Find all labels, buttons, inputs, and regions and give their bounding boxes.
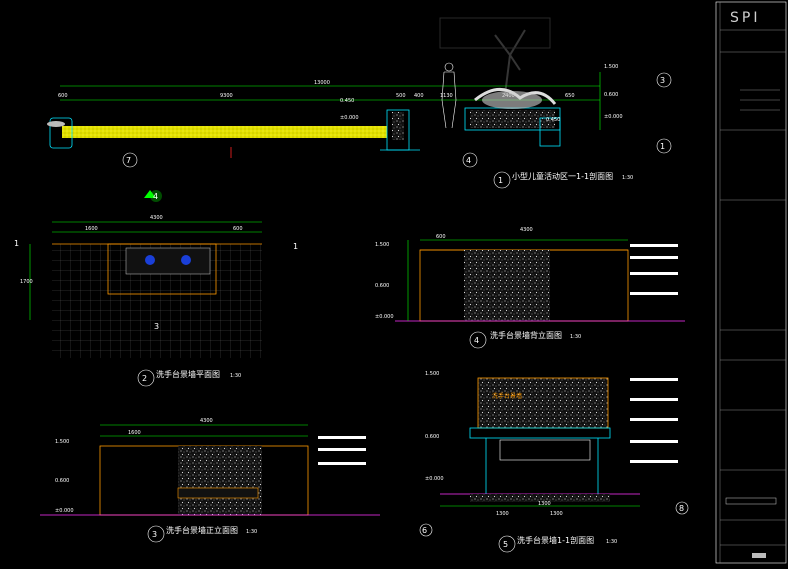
- plan-dim-b: 600: [233, 226, 243, 232]
- section-dim-b: 1300: [550, 511, 563, 517]
- section-elev-1500: 1.500: [425, 371, 439, 377]
- dim-c: 500: [396, 93, 406, 99]
- view-5-scale: 1:30: [606, 539, 617, 545]
- plan-cut-1-right: 1: [293, 242, 298, 251]
- front-dim-a: 1600: [128, 430, 141, 436]
- view-3-front-elevation: 4300 1600 1.500 0.600 ±0.000 3 洗手台景墙正立面图…: [40, 418, 380, 543]
- view-4-back-elevation: 4300 600 1.500 0.600 ±0.000 4 洗手台景墙背立面图 …: [375, 227, 685, 349]
- back-dim-total: 4300: [520, 227, 533, 233]
- plan-cut-1-left: 1: [14, 239, 19, 248]
- elev-0450-right: 0.450: [546, 117, 560, 123]
- human-scale-figure: [441, 62, 457, 129]
- section-label-text: 洗手台景墙: [492, 392, 522, 400]
- back-dim-a: 600: [436, 234, 446, 240]
- elev-0000: ±0.000: [340, 115, 359, 121]
- view-1-number: 1: [498, 176, 503, 185]
- back-elev-1500: 1.500: [375, 242, 389, 248]
- view-2-plan: 4300 1600 600 1700 4 3 1 1 2 洗手台景墙平面图 1:…: [14, 190, 298, 387]
- view-2-scale: 1:30: [230, 373, 241, 379]
- view-1-title: 小型儿童活动区一1-1剖面图: [512, 171, 613, 181]
- view-3-title: 洗手台景墙正立面图: [166, 525, 238, 535]
- company-logo: SPI: [730, 10, 760, 26]
- view-5-title: 洗手台景墙1-1剖面图: [517, 535, 594, 545]
- view-4-title: 洗手台景墙背立面图: [490, 330, 562, 340]
- callout-3-top: 3: [660, 76, 665, 85]
- plan-dim-total: 4300: [150, 215, 163, 221]
- view-2-number: 2: [142, 374, 147, 383]
- back-elev-0000: ±0.000: [375, 314, 394, 320]
- section-callout-6: 6: [422, 526, 427, 535]
- section-elev-0000: ±0.000: [425, 476, 444, 482]
- back-elev-0600: 0.600: [375, 283, 389, 289]
- sand-pit: [62, 126, 387, 138]
- dim-b: 9300: [220, 93, 233, 99]
- plan-dim-a: 1600: [85, 226, 98, 232]
- callout-7: 7: [126, 156, 131, 165]
- elev-0000-right: ±0.000: [604, 114, 623, 120]
- view-3-number: 3: [152, 530, 157, 539]
- dim-a: 600: [58, 93, 68, 99]
- view-2-title: 洗手台景墙平面图: [156, 369, 220, 379]
- callout-4-left: 4: [466, 156, 471, 165]
- basin-icon-right: [181, 255, 191, 265]
- dim-overall: 13000: [314, 80, 330, 86]
- view-4-number: 4: [474, 336, 479, 345]
- dim-d: 400: [414, 93, 424, 99]
- section-callout-8: 8: [679, 504, 684, 513]
- basin-icon-left: [145, 255, 155, 265]
- dim-g: 650: [565, 93, 575, 99]
- dim-e: 1130: [440, 93, 453, 99]
- section-dim-total: 1300: [538, 501, 551, 507]
- front-dim-total: 4300: [200, 418, 213, 424]
- plan-callout-4: 4: [153, 192, 158, 201]
- view-5-section: 洗手台景墙 1300 1300 1300 1.500 0.600 ±0.000 …: [419, 371, 689, 553]
- view-3-scale: 1:30: [246, 529, 257, 535]
- title-block: SPI: [715, 1, 787, 564]
- front-elev-0600: 0.600: [55, 478, 69, 484]
- tree-watermark: [439, 17, 551, 96]
- plan-callout-3: 3: [154, 322, 159, 331]
- front-elev-0000: ±0.000: [55, 508, 74, 514]
- view-5-number: 5: [503, 540, 508, 549]
- callout-1-right: 1: [660, 142, 665, 151]
- plan-dim-vert: 1700: [20, 279, 33, 285]
- section-elev-0600: 0.600: [425, 434, 439, 440]
- elev-0600: 0.600: [604, 92, 618, 98]
- view-1-section: 13000 600 9300 500 400 1130 2400 650 0.4…: [47, 62, 672, 189]
- view-4-scale: 1:30: [570, 334, 581, 340]
- elev-1500: 1.500: [604, 64, 618, 70]
- view-1-scale: 1:30: [622, 175, 633, 181]
- elev-0450: 0.450: [340, 98, 354, 104]
- front-elev-1500: 1.500: [55, 439, 69, 445]
- section-dim-a: 1300: [496, 511, 509, 517]
